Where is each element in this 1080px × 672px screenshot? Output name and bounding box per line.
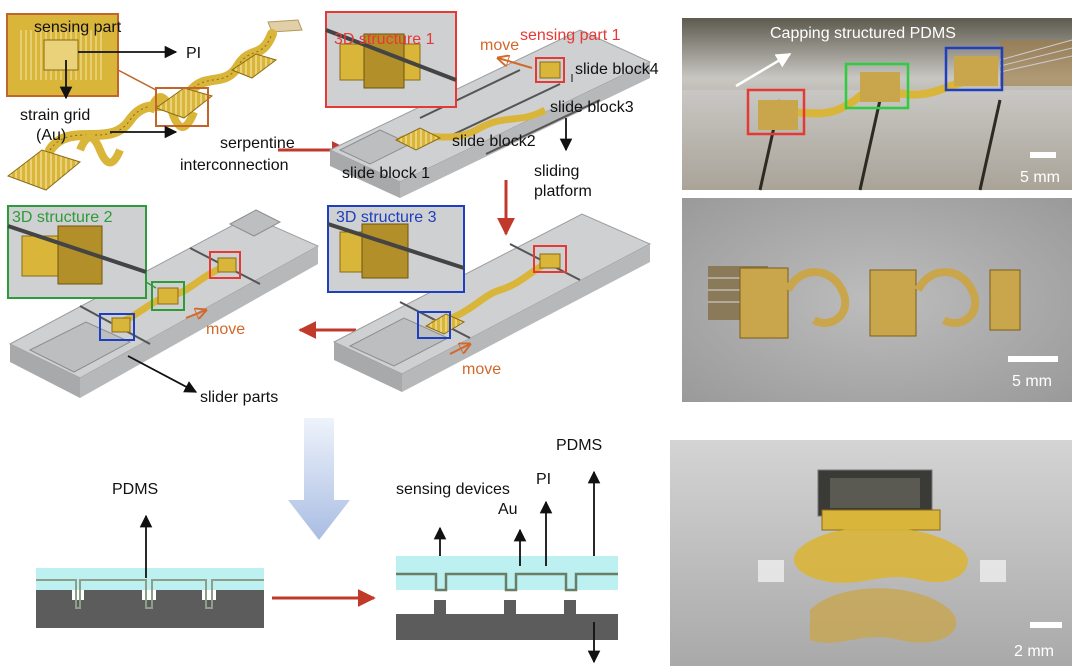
label-slider-parts: slider parts [200,389,278,406]
scale-bar-top: 5 mm [1020,169,1060,186]
label-slide-block2: slide block2 [452,133,536,150]
panel-c-platform [7,205,320,398]
caption-capping-pdms: Capping structured PDMS [770,25,956,42]
label-serpentine: serpentine [220,135,295,152]
label-3d-structure-1: 3D structure 1 [334,31,435,48]
label-move-b: move [480,37,519,54]
scale-bar-middle: 5 mm [1012,373,1052,390]
label-interconnection: interconnection [180,157,289,174]
label-sensing-part-1: sensing part 1 [520,27,621,44]
panel-e-cross-section [36,514,264,628]
label-3d-structure-2: 3D structure 2 [12,209,113,226]
label-strain-grid-au: (Au) [36,127,66,144]
label-slide-block4: slide block4 [575,61,659,78]
photo-top [682,18,1073,191]
panel-b-platform [325,11,652,198]
label-au-f: Au [498,501,518,518]
photo-bottom [670,440,1072,666]
panel-a-device [6,13,303,191]
label-platform: platform [534,183,592,200]
label-pi: PI [186,45,201,62]
label-strain-grid: strain grid [20,107,90,124]
label-sliding: sliding [534,163,579,180]
label-sensing-devices: sensing devices [396,481,510,498]
label-slide-block3: slide block3 [550,99,634,116]
panel-d-platform [327,205,652,392]
process-down-arrow [288,418,350,540]
panel-f-cross-section [396,470,618,664]
label-pdms-e: PDMS [112,481,158,498]
label-pi-f: PI [536,471,551,488]
label-slide-block1: slide block 1 [342,165,430,182]
label-sensing-part: sensing part [34,19,122,36]
label-move-d: move [462,361,501,378]
scale-bar-bottom: 2 mm [1014,643,1054,660]
label-pdms-f: PDMS [556,437,602,454]
photo-middle [682,198,1072,402]
label-move-c: move [206,321,245,338]
label-3d-structure-3: 3D structure 3 [336,209,437,226]
